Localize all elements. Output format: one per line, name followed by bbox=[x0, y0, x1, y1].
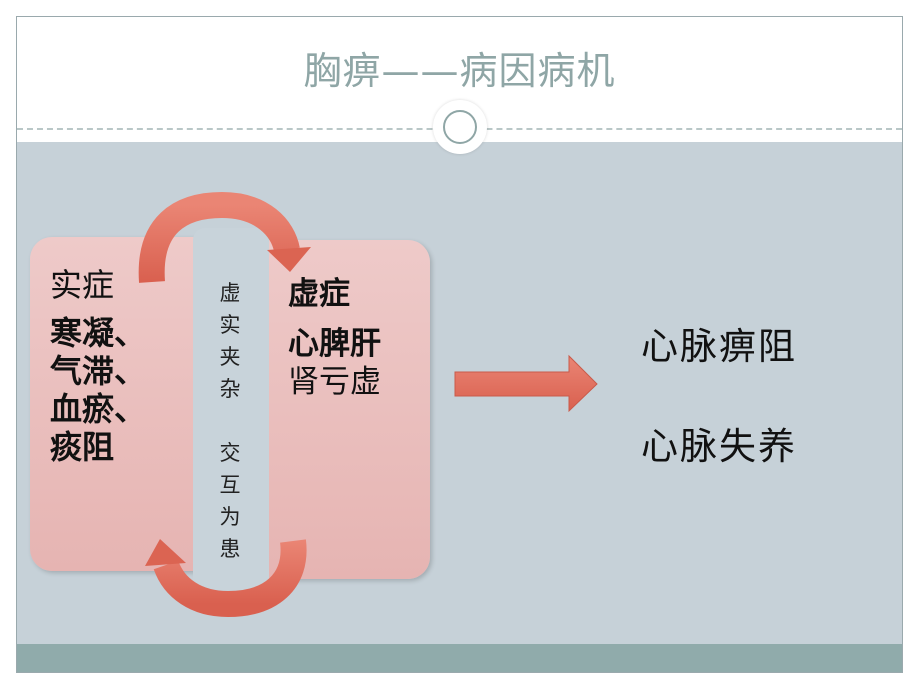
footer-bar bbox=[17, 644, 902, 672]
outcome-malnourishment: 心脉失养 bbox=[641, 425, 797, 468]
excess-causes: 寒凝、 气滞、 血瘀、 痰阻 bbox=[50, 314, 190, 466]
label-char: 夹 bbox=[219, 345, 241, 369]
label-char: 患 bbox=[219, 537, 241, 561]
arrow-right-icon bbox=[454, 354, 598, 413]
deficiency-heading: 虚症 bbox=[288, 276, 350, 312]
curved-arrow-right-icon bbox=[138, 191, 311, 283]
interaction-strip bbox=[193, 228, 269, 590]
interaction-label: 虚 实 夹 杂 交 互 为 患 bbox=[217, 277, 243, 565]
cause-line: 血瘀、 bbox=[50, 390, 147, 428]
label-char: 实 bbox=[219, 313, 241, 337]
label-char: 为 bbox=[219, 505, 241, 529]
divider-ring-icon bbox=[443, 110, 477, 144]
label-char: 交 bbox=[219, 441, 241, 465]
cause-line: 气滞、 bbox=[50, 352, 147, 390]
deficiency-organs-line1: 心脾肝 bbox=[288, 326, 381, 362]
label-gap bbox=[217, 405, 243, 437]
label-char: 杂 bbox=[219, 377, 241, 401]
curved-arrow-left-icon bbox=[145, 539, 307, 618]
deficiency-organs-line2: 肾亏虚 bbox=[288, 364, 381, 400]
slide-title: 胸痹——病因病机 bbox=[303, 49, 616, 93]
label-char: 虚 bbox=[219, 281, 241, 305]
outcome-obstruction: 心脉痹阻 bbox=[641, 325, 797, 368]
label-char: 互 bbox=[219, 473, 241, 497]
cause-line: 痰阻 bbox=[50, 428, 115, 466]
excess-heading: 实症 bbox=[50, 266, 115, 304]
cause-line: 寒凝、 bbox=[50, 314, 147, 352]
